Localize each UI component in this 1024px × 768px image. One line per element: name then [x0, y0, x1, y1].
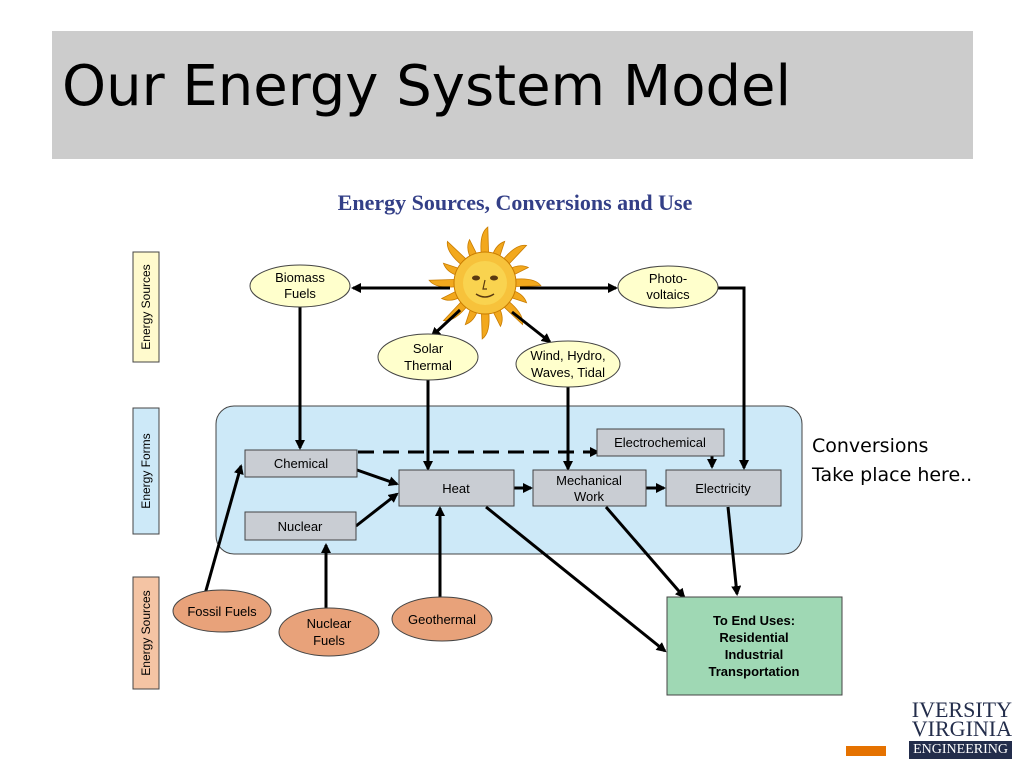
biomass-line1: Biomass — [275, 270, 325, 285]
node-electricity: Electricity — [665, 469, 782, 507]
conversions-note-line1: Conversions — [812, 435, 929, 457]
electricity-label: Electricity — [695, 481, 751, 496]
node-heat: Heat — [398, 469, 515, 507]
row-label-bottom-text: Energy Sources — [139, 590, 153, 675]
sun-icon — [428, 226, 542, 340]
sun-ray — [446, 240, 469, 267]
logo-accent-bar — [846, 746, 886, 756]
chemical-label: Chemical — [274, 456, 328, 471]
logo-line2: VIRGINIA — [911, 716, 1012, 741]
end-uses-line1: To End Uses: — [713, 613, 795, 628]
node-solar-thermal: Solar Thermal — [377, 333, 479, 381]
node-nuclear-fuels: Nuclear Fuels — [278, 607, 380, 657]
node-end-uses: To End Uses: Residential Industrial Tran… — [666, 596, 843, 696]
node-nuclear: Nuclear — [244, 511, 357, 541]
conversions-note-line2: Take place here.. — [812, 464, 973, 486]
row-label-bottom: Energy Sources — [132, 576, 160, 690]
photovoltaics-line1: Photo- — [649, 271, 687, 286]
node-biomass-fuels: Biomass Fuels — [249, 264, 351, 308]
fossil-label: Fossil Fuels — [187, 604, 257, 619]
slide-title: Our Energy System Model — [62, 54, 792, 119]
biomass-line2: Fuels — [284, 286, 316, 301]
nuclear-fuels-line1: Nuclear — [307, 616, 352, 631]
end-uses-line2: Residential — [719, 630, 788, 645]
nuclear-label: Nuclear — [278, 519, 323, 534]
sun-ray — [480, 310, 490, 340]
node-chemical: Chemical — [244, 449, 358, 478]
node-geothermal: Geothermal — [391, 596, 493, 642]
end-uses-line4: Transportation — [708, 664, 799, 679]
title-bar: Our Energy System Model — [52, 31, 973, 159]
node-wind-hydro: Wind, Hydro, Waves, Tidal — [515, 340, 621, 388]
logo-line3: ENGINEERING — [909, 741, 1012, 759]
sun-ray — [512, 278, 542, 288]
mechanical-line2: Work — [574, 489, 605, 504]
sun-ray — [428, 278, 458, 288]
solar-thermal-line1: Solar — [413, 341, 444, 356]
wind-line2: Waves, Tidal — [531, 365, 605, 380]
row-label-middle-text: Energy Forms — [139, 433, 153, 508]
logo-line1: IVERSITY — [911, 697, 1012, 722]
row-label-top-text: Energy Sources — [139, 264, 153, 349]
electrochemical-label: Electrochemical — [614, 435, 706, 450]
diagram-title: Energy Sources, Conversions and Use — [337, 190, 693, 215]
sun-ray — [501, 244, 528, 267]
node-mechanical-work: Mechanical Work — [532, 469, 647, 507]
uva-engineering-logo: IVERSITY VIRGINIA ENGINEERING — [842, 697, 1018, 761]
end-uses-line3: Industrial — [725, 647, 784, 662]
photovoltaics-line2: voltaics — [646, 287, 690, 302]
mechanical-line1: Mechanical — [556, 473, 622, 488]
nuclear-fuels-line2: Fuels — [313, 633, 345, 648]
solar-thermal-line2: Thermal — [404, 358, 452, 373]
sun-ray — [480, 226, 490, 256]
wind-line1: Wind, Hydro, — [530, 348, 605, 363]
node-photovoltaics: Photo- voltaics — [617, 265, 719, 309]
geothermal-label: Geothermal — [408, 612, 476, 627]
node-electrochemical: Electrochemical — [596, 428, 725, 457]
node-fossil-fuels: Fossil Fuels — [172, 589, 272, 633]
heat-label: Heat — [442, 481, 470, 496]
conversions-note: Conversions Take place here.. — [812, 432, 972, 490]
row-label-middle: Energy Forms — [132, 407, 160, 535]
row-label-top: Energy Sources — [132, 251, 160, 363]
